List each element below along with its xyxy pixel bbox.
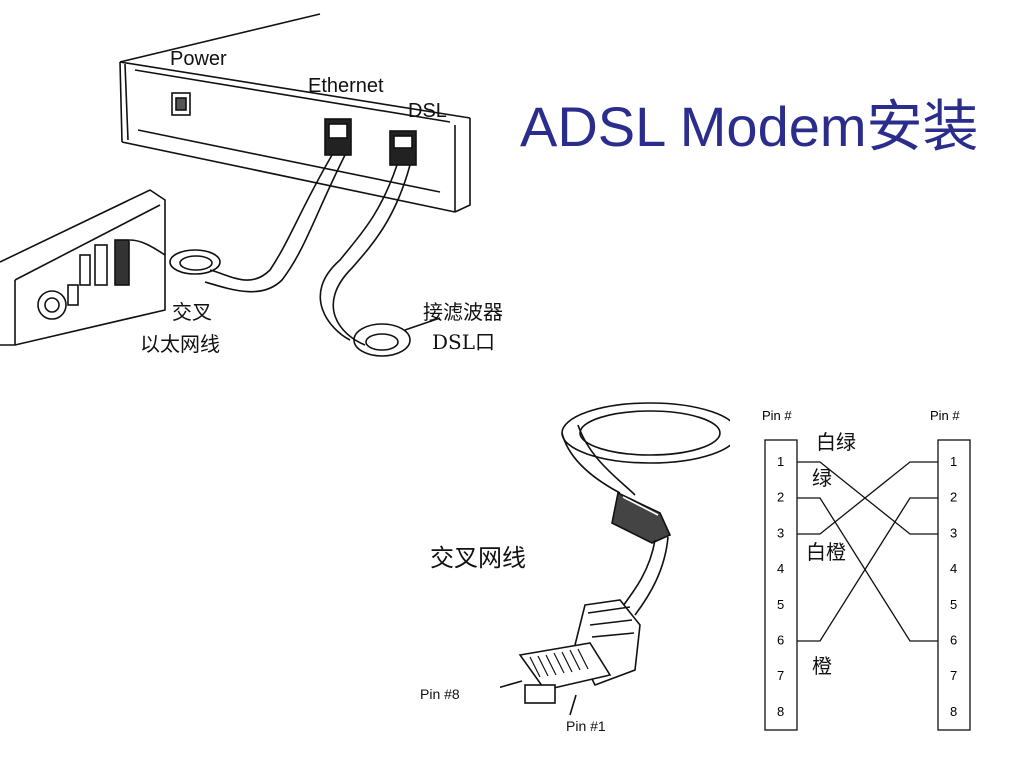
- dsl-label: DSL: [408, 100, 447, 122]
- right-pin-2: 2: [950, 490, 957, 505]
- left-pin-5: 5: [777, 597, 784, 612]
- left-pin-6: 6: [777, 633, 784, 648]
- right-pin-6: 6: [950, 633, 957, 648]
- ethernet-label: Ethernet: [308, 75, 384, 97]
- right-pin-header: Pin #: [930, 408, 960, 423]
- wire-label-orange: 橙: [812, 654, 832, 678]
- right-pin-3: 3: [950, 525, 957, 540]
- modem-illustration: [0, 13, 471, 357]
- right-pin-1: 1: [950, 454, 957, 469]
- crossover-cable-label: 交叉网线: [430, 544, 526, 572]
- left-pin-3: 3: [777, 525, 784, 540]
- crossover-ethernet-line2: 以太网线: [140, 332, 220, 356]
- left-pin-1: 1: [777, 454, 784, 469]
- left-pin-header: Pin #: [762, 408, 792, 423]
- right-pin-column: 1 2 3 4 5 6 7 8: [950, 454, 957, 719]
- right-pin-7: 7: [950, 668, 957, 683]
- right-pin-8: 8: [950, 704, 957, 719]
- left-pin-7: 7: [777, 668, 784, 683]
- crossover-ethernet-line1: 交叉: [172, 300, 212, 324]
- power-label: Power: [170, 48, 227, 70]
- wire-label-white-green: 白绿: [816, 430, 856, 454]
- left-pin-2: 2: [777, 490, 784, 505]
- right-pin-4: 4: [950, 561, 957, 576]
- left-pin-column: 1 2 3 4 5 6 7 8: [777, 454, 784, 719]
- pin1-label: Pin #1: [566, 718, 606, 734]
- filter-line1: 接滤波器: [423, 300, 503, 324]
- wire-label-green: 绿: [812, 466, 832, 490]
- pinout-diagram: Pin # Pin # 1 2 3 4 5 6 7 8 1 2 3 4 5 6 7 8: [762, 408, 971, 731]
- pin8-label: Pin #8: [420, 686, 460, 702]
- filter-line2: DSL口: [432, 330, 496, 354]
- right-pin-5: 5: [950, 597, 957, 612]
- wire-label-white-orange: 白橙: [806, 540, 846, 564]
- slide-title: ADSL Modem安装: [520, 95, 979, 158]
- cable-illustration: [500, 402, 730, 716]
- left-pin-8: 8: [777, 704, 784, 719]
- left-pin-4: 4: [777, 561, 784, 576]
